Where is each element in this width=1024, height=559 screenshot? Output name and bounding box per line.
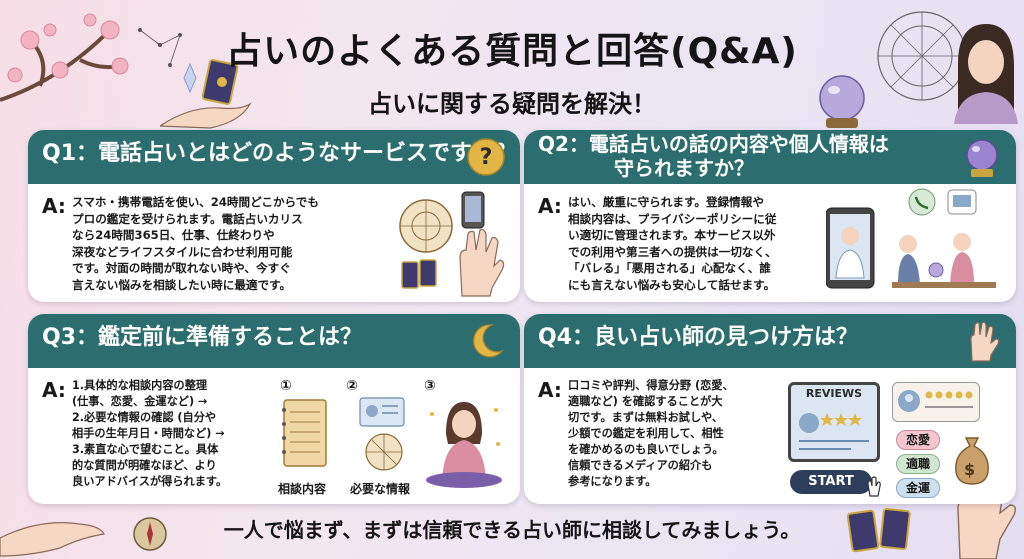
step-label-consultation: 相談内容	[278, 482, 327, 496]
faq-card-q1: Q1：電話占いとはどのようなサービスですか？ ? A: スマホ・携帯電話を使い、…	[28, 130, 520, 302]
question-mark-icon: ?	[467, 138, 505, 176]
answer-label: A:	[538, 194, 562, 218]
answer-text: スマホ・携帯電話を使い、24時間どこからでも プロの鑑定を受けられます。電話占い…	[72, 195, 319, 292]
faq-card-header: Q2：電話占いの話の内容や個人情報は 守られますか？	[524, 130, 1016, 184]
id-card-and-chart-icon	[359, 397, 405, 471]
footer-message: 一人で悩まず、まずは信頼できる占い師に相談してみましょう。	[223, 518, 801, 542]
answer-label: A:	[42, 194, 66, 218]
answer-text: 口コミや評判、得意分野 (恋愛、 適職など) を確認することが大 切です。まずは…	[568, 379, 734, 488]
money-symbol: $	[964, 460, 976, 479]
tarot-cards-bottom-illustration	[846, 508, 911, 553]
start-button-label: START	[808, 474, 854, 489]
step-number-3: ③	[424, 378, 436, 394]
constellation-stars-illustration	[138, 28, 182, 67]
zodiac-wheel-illustration	[877, 11, 967, 101]
step-number-2: ②	[346, 378, 358, 394]
tag-career: 適職	[896, 454, 940, 474]
crystal-ball-icon	[966, 139, 998, 177]
hand-holding-tarot-card-illustration	[160, 59, 252, 129]
pointer-hand-icon	[867, 476, 881, 497]
reviews-content-icon	[799, 413, 869, 450]
page-title: 占いのよくある質問と回答(Q&A)	[226, 31, 798, 72]
compass-illustration	[133, 517, 167, 551]
faq-card-q2: Q2：電話占いの話の内容や個人情報は 守られますか？ A: はい、厳重に守られま…	[524, 130, 1016, 302]
faq-card-header: Q3：鑑定前に準備することは？	[28, 314, 520, 368]
astrology-wheel-phone-palm-illustration	[399, 191, 505, 297]
user-review-card	[892, 382, 980, 422]
answer-text: はい、厳重に守られます。登録情報や 相談内容は、プライバシーポリシーに従 い適切…	[568, 195, 777, 292]
question-title: Q4：良い占い師の見つけ方は？	[538, 325, 859, 350]
tag-love: 恋愛	[896, 430, 940, 450]
faq-card-header: Q4：良い占い師の見つけ方は？	[524, 314, 1016, 368]
crystal-ball-decor-illustration	[819, 75, 865, 128]
step-number-1: ①	[280, 378, 292, 394]
step-label-required-info: 必要な情報	[350, 482, 411, 496]
start-button[interactable]: START	[790, 470, 872, 494]
user-avatar-icon	[898, 390, 973, 412]
answer-label: A:	[538, 378, 562, 402]
reviews-label: REVIEWS	[805, 387, 863, 400]
question-title: Q2：電話占いの話の内容や個人情報は 守られますか？	[538, 132, 889, 180]
faq-card-header: Q1：電話占いとはどのようなサービスですか？ ?	[28, 130, 520, 184]
phone-consultation-illustration	[826, 188, 996, 289]
svg-text:?: ?	[480, 145, 493, 170]
tag-money: 金運	[896, 478, 940, 498]
faq-card-q3: Q3：鑑定前に準備することは？ A: 1.具体的な相談内容の整理 (仕事、恋愛、…	[28, 314, 520, 504]
answer-text: 1.具体的な相談内容の整理 (仕事、恋愛、金運など) → 2.必要な情報の確認 …	[72, 379, 228, 488]
palm-hand-icon	[970, 321, 1000, 362]
faq-card-q4: Q4：良い占い師の見つけ方は？ A: 口コミや評判、得意分野 (恋愛、 適職など…	[524, 314, 1016, 504]
reviews-monitor: REVIEWS	[788, 382, 880, 462]
money-bag-icon	[955, 437, 989, 485]
hand-bottom-left-illustration	[0, 522, 105, 557]
question-title: Q1：電話占いとはどのようなサービスですか？	[42, 141, 517, 166]
woman-portrait-illustration	[954, 24, 1018, 124]
question-title: Q3：鑑定前に準備することは？	[42, 325, 363, 350]
page-subtitle: 占いに関する疑問を解決！	[368, 90, 656, 118]
crescent-moon-icon	[473, 324, 504, 358]
answer-label: A:	[42, 378, 66, 402]
meditating-woman-illustration	[426, 402, 502, 488]
notebook-icon	[282, 399, 327, 467]
cherry-blossom-branch-illustration	[0, 13, 129, 102]
